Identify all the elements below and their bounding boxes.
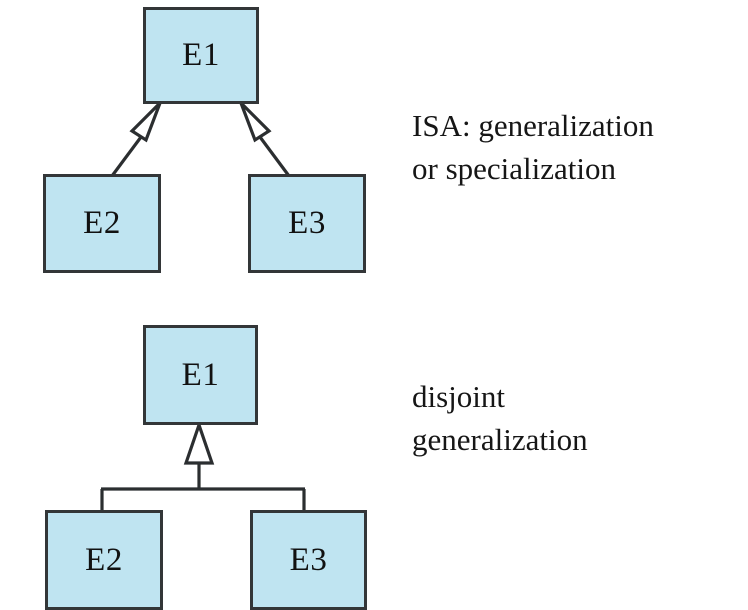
entity-box-top-e1[interactable]: E1 (143, 7, 259, 104)
caption-disjoint-line-1: disjoint (412, 379, 506, 414)
caption-isa-line-2: or specialization (412, 151, 616, 186)
entity-box-bottom-e3[interactable]: E3 (250, 510, 367, 610)
caption-disjoint-generalization: disjoint generalization (412, 375, 588, 461)
entity-label-bottom-e1: E1 (181, 356, 220, 393)
entity-box-bottom-e2[interactable]: E2 (45, 510, 163, 610)
entity-label-bottom-e2: E2 (85, 541, 123, 578)
caption-disjoint-line-2: generalization (412, 422, 588, 457)
entity-label-top-e1: E1 (182, 37, 220, 73)
isa-edge-e2-line (110, 136, 143, 177)
disjoint-arrowhead-icon (183, 420, 215, 465)
entity-box-top-e3[interactable]: E3 (248, 174, 366, 273)
entity-box-bottom-e1[interactable]: E1 (143, 325, 258, 425)
isa-arrowhead-e3-icon (239, 101, 272, 143)
caption-isa-line-1: ISA: generalization (412, 108, 654, 143)
entity-label-bottom-e3: E3 (289, 541, 328, 578)
entity-label-top-e2: E2 (83, 205, 121, 241)
entity-box-top-e2[interactable]: E2 (43, 174, 161, 273)
entity-label-top-e3: E3 (288, 205, 326, 241)
caption-isa-generalization: ISA: generalization or specialization (412, 104, 654, 190)
isa-arrowhead-e2-icon (129, 101, 162, 143)
isa-edge-e3-line (258, 136, 291, 177)
